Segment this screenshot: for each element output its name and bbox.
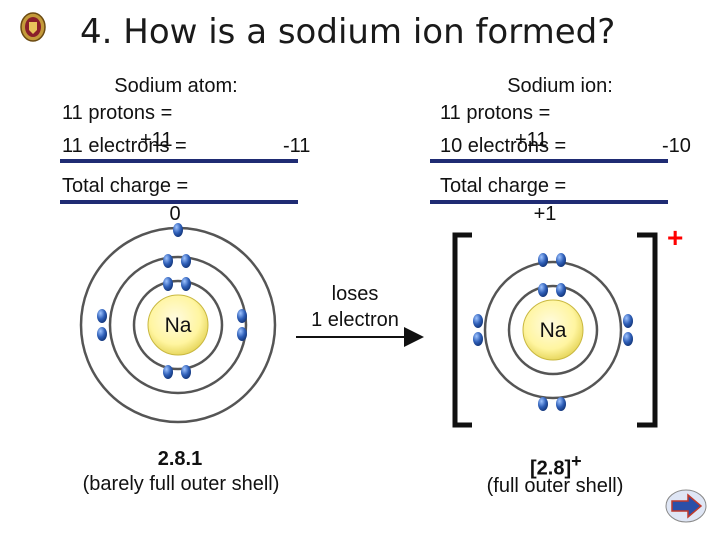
arrow-label-line2: 1 electron <box>311 309 399 331</box>
electron <box>163 365 173 379</box>
electron <box>623 332 633 346</box>
atom-nucleus-label: Na <box>164 314 192 337</box>
electron <box>538 397 548 411</box>
atom-protons-charge: +11 <box>140 129 173 151</box>
electron <box>237 327 247 341</box>
atom-rule-1 <box>60 159 298 163</box>
crest-logo-icon <box>20 12 46 42</box>
atom-config: 2.8.1 <box>157 448 203 470</box>
ion-note: (full outer shell) <box>486 475 624 497</box>
atom-electrons: 11 electrons = <box>62 135 187 157</box>
atom-note: (barely full outer shell) <box>82 473 280 495</box>
electron <box>163 254 173 268</box>
page-title: 4. How is a sodium ion formed? <box>80 12 616 52</box>
left-bracket <box>452 232 472 428</box>
atom-electrons-charge: -11 <box>283 135 311 157</box>
ion-electrons-charge: -10 <box>662 135 691 157</box>
atom-protons: 11 protons = <box>62 102 173 124</box>
atom-electrons <box>97 223 247 379</box>
ion-total: Total charge = <box>440 175 567 197</box>
atom-total-value: 0 <box>169 203 181 225</box>
electron <box>556 397 566 411</box>
ion-electrons <box>473 253 633 411</box>
electron <box>97 327 107 341</box>
ion-rule-1 <box>430 159 668 163</box>
electron <box>163 277 173 291</box>
electron <box>473 332 483 346</box>
ion-protons: 11 protons = <box>440 102 551 124</box>
arrow-label-line1: loses <box>331 283 379 305</box>
ion-electrons: 10 electrons = <box>440 135 567 157</box>
electron <box>181 254 191 268</box>
electron <box>173 223 183 237</box>
electron <box>556 283 566 297</box>
ion-rule-2 <box>430 200 668 204</box>
electron <box>181 277 191 291</box>
ion-protons-charge: +11 <box>515 129 548 151</box>
atom-total: Total charge = <box>62 175 189 197</box>
atom-heading: Sodium atom: <box>114 75 238 97</box>
ion-bracket-charge: + <box>667 222 684 253</box>
right-bracket <box>637 232 658 428</box>
ion-config: [2.8]+ <box>530 449 582 481</box>
electron <box>237 309 247 323</box>
ion-config-text: [2.8] <box>530 457 572 480</box>
ion-heading: Sodium ion: <box>507 75 613 97</box>
electron <box>538 283 548 297</box>
electron <box>97 309 107 323</box>
electron <box>623 314 633 328</box>
electron <box>473 314 483 328</box>
electron <box>181 365 191 379</box>
ion-total-value: +1 <box>533 203 557 225</box>
atom-nucleus <box>147 294 209 356</box>
next-arrow-icon <box>665 489 707 523</box>
atom-rule-2 <box>60 200 298 204</box>
ion-config-charge: + <box>571 451 582 471</box>
electron <box>556 253 566 267</box>
ion-nucleus <box>522 299 584 361</box>
ion-nucleus-label: Na <box>539 319 567 342</box>
electron <box>538 253 548 267</box>
ion-shells <box>483 260 623 400</box>
next-slide-button[interactable] <box>664 488 708 524</box>
